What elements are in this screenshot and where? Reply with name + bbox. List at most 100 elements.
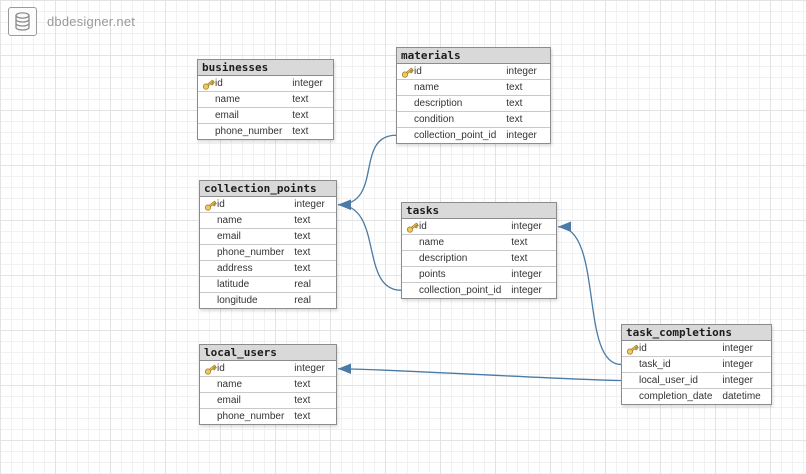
primary-key-icon xyxy=(622,341,639,357)
table-header[interactable]: tasks xyxy=(402,203,556,219)
field-type: datetime xyxy=(722,388,771,404)
field-icon-slot xyxy=(200,408,217,424)
field-name: id xyxy=(215,78,223,89)
field-name: completion_date xyxy=(639,388,723,404)
field-icon-slot xyxy=(200,244,217,261)
table-header[interactable]: businesses xyxy=(198,60,333,76)
field-type: integer xyxy=(292,78,323,89)
field-icon-slot xyxy=(397,127,414,143)
field-icon-slot xyxy=(200,276,217,293)
table-header[interactable]: local_users xyxy=(200,345,336,361)
field-type: text xyxy=(292,91,333,108)
field-name: id xyxy=(419,221,427,232)
field-type: text xyxy=(294,228,336,245)
primary-key-icon xyxy=(200,197,217,213)
relation-line-materials-collection_points xyxy=(337,134,397,210)
field-name: description xyxy=(414,95,507,112)
field-type: integer xyxy=(722,372,771,389)
table-row[interactable]: id integer xyxy=(397,64,550,80)
field-icon-slot xyxy=(402,282,419,298)
table-header[interactable]: task_completions xyxy=(622,325,771,341)
field-type: text xyxy=(511,234,556,251)
field-icon-slot xyxy=(622,372,639,389)
field-type: real xyxy=(294,292,336,308)
field-name: name xyxy=(419,234,512,251)
field-icon-slot xyxy=(397,79,414,96)
field-name: id xyxy=(414,66,422,77)
field-type: integer xyxy=(506,127,550,143)
field-name: id xyxy=(217,199,225,210)
field-name: longitude xyxy=(217,292,295,308)
field-name: name xyxy=(217,212,295,229)
field-type: integer xyxy=(511,221,542,232)
field-name: id xyxy=(217,363,225,374)
table-header[interactable]: collection_points xyxy=(200,181,336,197)
table-row[interactable]: id integer xyxy=(198,76,333,92)
field-icon-slot xyxy=(397,111,414,128)
field-icon-slot xyxy=(200,292,217,308)
field-type: text xyxy=(294,392,336,409)
field-icon-slot xyxy=(622,356,639,373)
field-type: integer xyxy=(722,343,753,354)
field-type: text xyxy=(294,212,336,229)
field-name: latitude xyxy=(217,276,295,293)
field-name: phone_number xyxy=(217,408,295,424)
field-type: integer xyxy=(506,66,537,77)
field-icon-slot xyxy=(200,260,217,277)
field-icon-slot xyxy=(198,123,215,139)
field-type: integer xyxy=(511,282,556,298)
field-type: real xyxy=(294,276,336,293)
table-row[interactable]: id integer xyxy=(402,219,556,235)
table-header[interactable]: materials xyxy=(397,48,550,64)
app-logo[interactable]: dbdesigner.net xyxy=(8,7,135,36)
database-icon xyxy=(8,7,37,36)
field-name: collection_point_id xyxy=(414,127,507,143)
field-type: text xyxy=(294,244,336,261)
field-icon-slot xyxy=(200,392,217,409)
primary-key-icon xyxy=(402,219,419,235)
field-name: description xyxy=(419,250,512,267)
field-name: name xyxy=(414,79,507,96)
field-type: text xyxy=(294,260,336,277)
field-name: email xyxy=(215,107,293,124)
